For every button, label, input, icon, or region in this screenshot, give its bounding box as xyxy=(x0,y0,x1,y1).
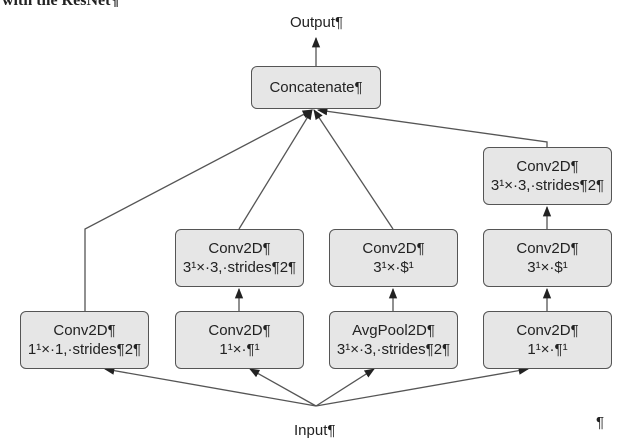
branch4-conv-top-node: Conv2D¶ 3¹×·3,·strides¶2¶ xyxy=(483,147,612,205)
output-label: Output¶ xyxy=(290,14,344,31)
edge-b1-concat xyxy=(84,109,313,311)
branch1-conv-1x1-node: Conv2D¶ 1¹×·1,·strides¶2¶ xyxy=(20,311,149,369)
concatenate-label: Concatenate¶ xyxy=(269,79,363,96)
node-title: Conv2D¶ xyxy=(516,240,579,257)
edge-input-b3 xyxy=(315,368,375,407)
node-params: 1¹×·1,·strides¶2¶ xyxy=(27,341,142,358)
branch3-conv-node: Conv2D¶ 3¹×·$¹ xyxy=(329,229,458,287)
branch2-conv-1x1-node: Conv2D¶ 1¹×·¶¹ xyxy=(175,311,304,369)
edge-b4-concat xyxy=(316,107,548,147)
paragraph-mark: ¶ xyxy=(596,414,605,431)
node-title: Conv2D¶ xyxy=(53,322,116,339)
node-title: Conv2D¶ xyxy=(208,240,271,257)
node-params: 1¹×·¶¹ xyxy=(527,341,568,358)
edge-b2-concat xyxy=(238,109,313,230)
node-params: 1¹×·¶¹ xyxy=(219,341,260,358)
node-params: 3¹×·$¹ xyxy=(527,259,568,276)
node-title: AvgPool2D¶ xyxy=(352,322,435,339)
branch4-conv-mid-node: Conv2D¶ 3¹×·$¹ xyxy=(483,229,612,287)
branch2-conv-3x3-node: Conv2D¶ 3¹×·3,·strides¶2¶ xyxy=(175,229,304,287)
input-label: Input¶ xyxy=(294,422,336,439)
node-params: 3¹×·3,·strides¶2¶ xyxy=(490,177,605,194)
node-params: 3¹×·$¹ xyxy=(373,259,414,276)
node-title: Conv2D¶ xyxy=(516,158,579,175)
node-params: 3¹×·3,·strides¶2¶ xyxy=(182,259,297,276)
edge-input-b1 xyxy=(103,366,317,407)
concatenate-node: Concatenate¶ xyxy=(251,66,381,109)
branch4-conv-1x1-node: Conv2D¶ 1¹×·¶¹ xyxy=(483,311,612,369)
branch3-avgpool-node: AvgPool2D¶ 3¹×·3,·strides¶2¶ xyxy=(329,311,458,369)
top-caption: with the ResNet¶ xyxy=(2,0,120,9)
edge-input-b4 xyxy=(315,366,530,407)
node-params: 3¹×·3,·strides¶2¶ xyxy=(336,341,451,358)
node-title: Conv2D¶ xyxy=(362,240,425,257)
edge-input-b2 xyxy=(249,368,317,407)
node-title: Conv2D¶ xyxy=(516,322,579,339)
node-title: Conv2D¶ xyxy=(208,322,271,339)
edge-b3-concat xyxy=(313,109,394,230)
